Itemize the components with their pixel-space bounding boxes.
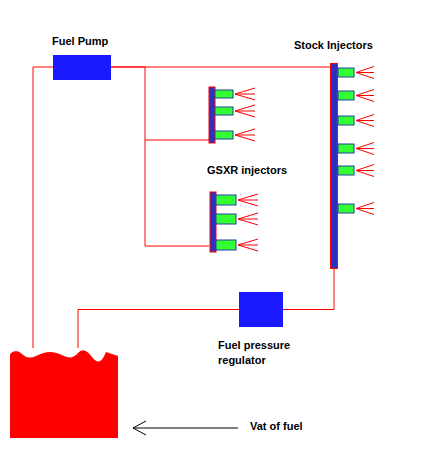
injector [215,131,233,139]
fuel-rail: Stock Injectors [330,63,338,269]
fuel-spray [356,148,374,149]
node-label: Fuel pressure regulator [218,338,298,369]
vat-shape [10,348,118,438]
injector [338,68,354,77]
fuel-spray [238,245,258,246]
fuel-spray [356,90,374,96]
fuel-spray [356,170,374,171]
injector [338,166,354,175]
callout-arrow [133,421,238,435]
fuel-rail [209,87,215,143]
injector [338,116,354,125]
fuel-vat-fill [10,350,118,438]
fuel-spray [356,115,374,121]
fuel-spray [356,67,374,73]
node-label: Fuel Pump [52,34,108,49]
fuel-spray [238,200,258,206]
fuel-spray [356,149,374,155]
fuel-line [145,140,209,141]
fuel-spray [356,95,374,96]
fuel-pump-box: Fuel Pump [53,55,111,80]
injector [215,90,233,98]
injector-group: GSXR injectors [209,85,275,255]
fuel-spray [356,203,374,209]
injector [216,195,236,205]
fuel-line [78,310,239,349]
fuel-spray [238,213,258,219]
fuel-spray [235,111,255,112]
fuel-spray [238,200,258,201]
fuel-spray [356,143,374,149]
fuel-spray [235,135,255,136]
node-label: Stock Injectors [294,38,373,53]
fuel-spray [356,208,374,209]
fuel-rail [210,192,216,252]
injector [338,144,354,153]
fuel-spray [356,120,374,121]
injector [216,240,236,250]
fuel-spray [356,165,374,171]
fuel-spray [356,171,374,177]
fuel-spray [235,94,255,95]
fuel-spray [235,129,255,135]
fuel-spray [235,105,255,111]
fuel-spray [238,219,258,220]
node-label: Vat of fuel [250,419,303,434]
injector-group [215,67,374,252]
fuel-spray [356,96,374,102]
fuel-spray [356,72,374,73]
fuel-spray [235,135,255,141]
fuel-spray [356,121,374,127]
node-label: GSXR injectors [207,163,287,178]
fuel-spray [238,245,258,251]
injector [338,204,354,213]
fuel-line [111,67,209,246]
fuel-spray [235,94,255,100]
injector [338,91,354,100]
pressure-regulator-box: Fuel pressure regulator [239,292,283,327]
injector [216,214,236,224]
fuel-line [283,269,334,310]
fuel-vat: Vat of fuel [10,348,118,438]
fuel-spray [356,73,374,79]
fuel-spray [356,209,374,215]
fuel-spray [238,219,258,225]
fuel-line [33,67,53,348]
fuel-spray [238,239,258,245]
fuel-spray [235,111,255,117]
injector [215,107,233,115]
fuel-spray [238,194,258,200]
fuel-spray [235,88,255,94]
